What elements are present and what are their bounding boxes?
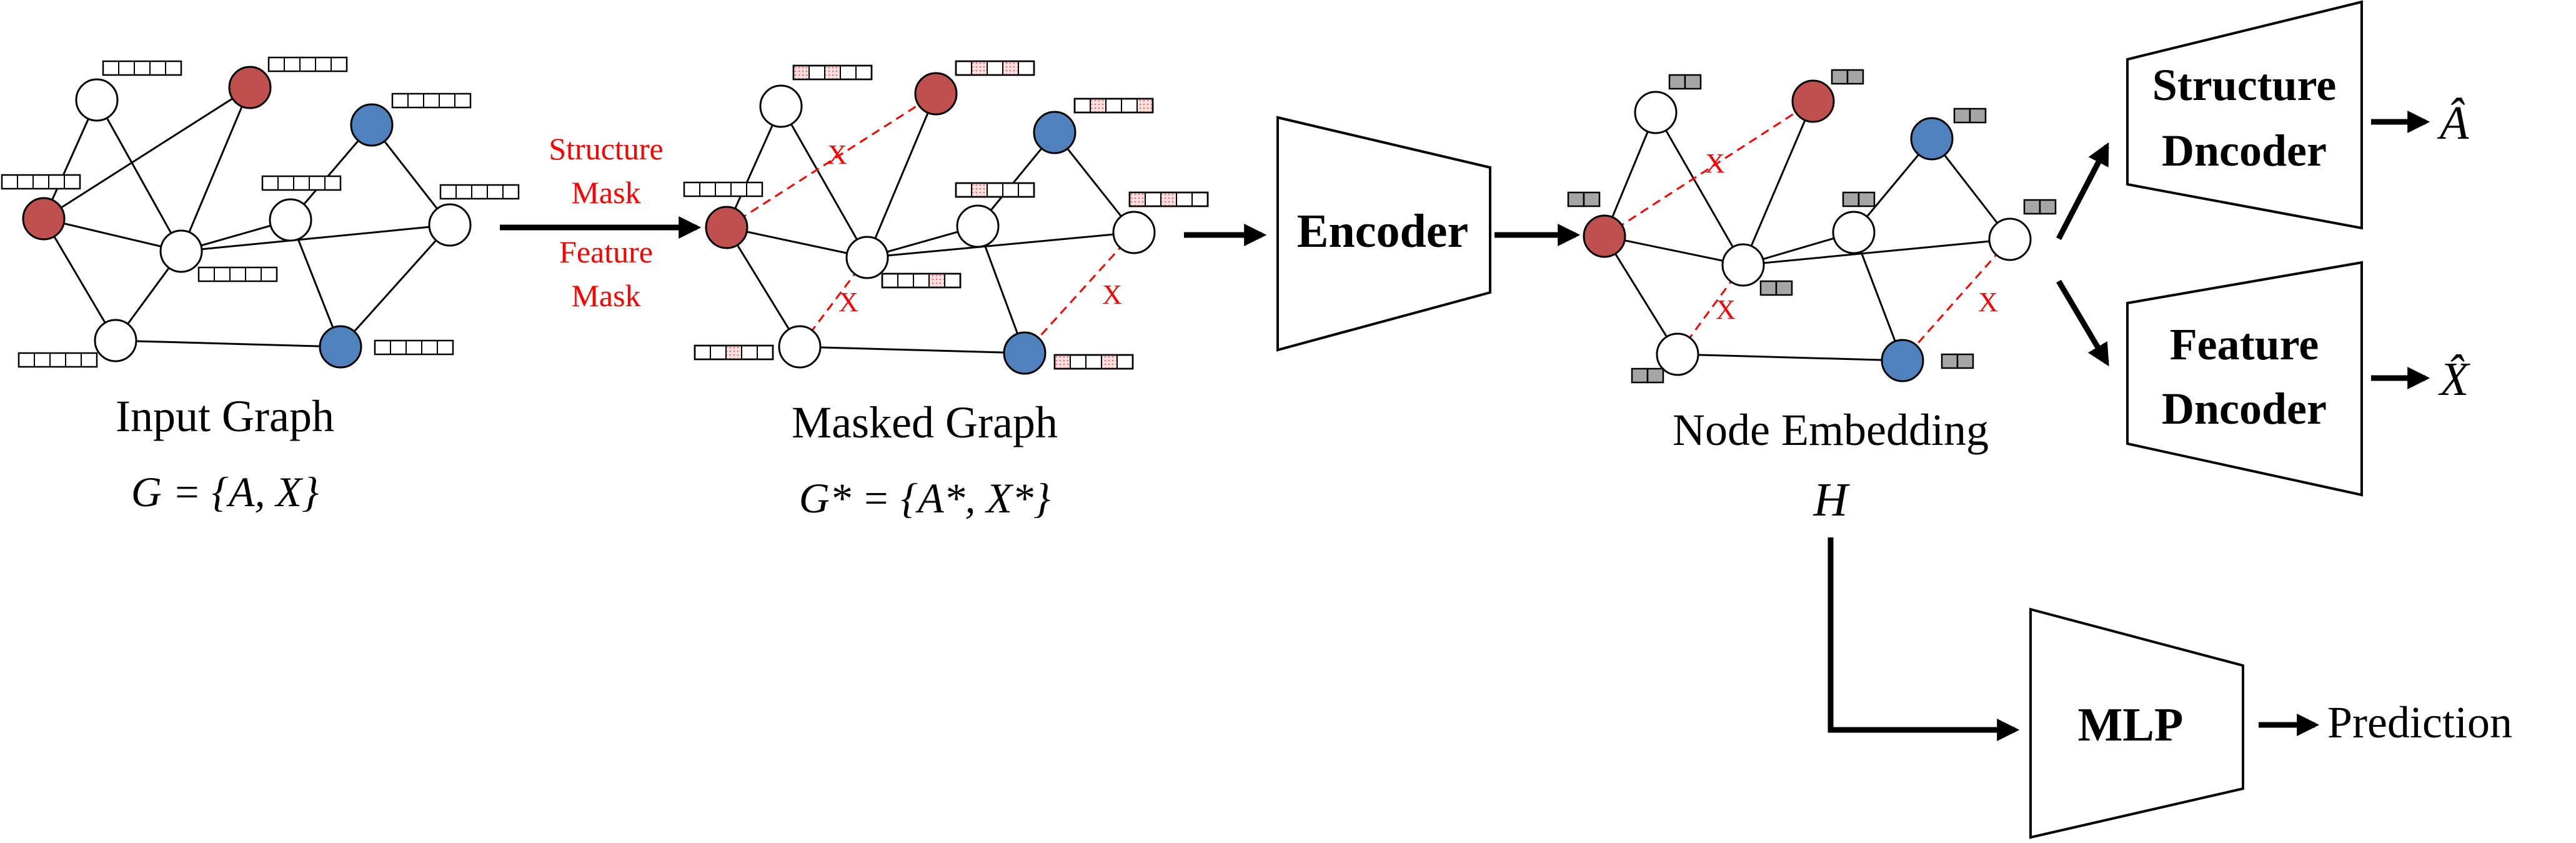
mask-label-mask-2: Mask [571, 278, 640, 313]
node [1634, 91, 1678, 134]
mlp-label: MLP [2078, 699, 2184, 751]
a-hat-output: Â [2437, 97, 2469, 149]
node [1656, 332, 1699, 376]
arrow-right-icon [2056, 279, 2109, 367]
node [914, 72, 958, 116]
mlp-block: MLP [2029, 607, 2244, 839]
node [1881, 339, 1924, 382]
prediction-output: Prediction [2327, 697, 2512, 747]
node [228, 66, 272, 109]
masked-graph-formula: G* = {A*, X*} [799, 474, 1050, 522]
svg-text:X: X [1978, 287, 1998, 317]
mask-label-structure: Structure [549, 131, 663, 166]
node [1033, 111, 1077, 154]
node [1721, 243, 1765, 287]
masked-feature-vectors [683, 60, 1209, 370]
node [1791, 79, 1835, 123]
node [778, 325, 822, 369]
node [1910, 117, 1954, 161]
mask-label-mask-1: Mask [571, 175, 640, 210]
node [1003, 331, 1047, 375]
node [956, 204, 1000, 248]
node [319, 325, 362, 369]
masked-graph: X X X Masked Graph G* = {A*, [683, 60, 1209, 522]
svg-text:X: X [1705, 148, 1725, 179]
node [1112, 211, 1156, 254]
feature-decoder-label-2: Dncoder [2162, 384, 2327, 434]
node [1832, 211, 1876, 254]
node-embedding-caption: Node Embedding [1673, 405, 1989, 455]
structure-decoder-label-1: Structure [2152, 60, 2337, 110]
structure-decoder-label-2: Dncoder [2162, 126, 2327, 176]
node [759, 84, 803, 128]
embedding-vectors [1567, 69, 2057, 384]
mask-label-feature: Feature [559, 234, 653, 269]
node [269, 198, 312, 242]
cross-mark-icon: X X X [1705, 148, 1998, 325]
embedding-to-mlp-arrow [1828, 537, 2020, 741]
node-embedding-graph: X X X Node Embedding H [1567, 69, 2057, 526]
feature-decoder-label-1: Feature [2170, 319, 2319, 369]
input-graph-formula: G = {A, X} [131, 468, 319, 516]
svg-text:X: X [838, 287, 858, 317]
encoder-block: Encoder [1276, 116, 1491, 352]
node [1988, 217, 2032, 261]
node [428, 203, 472, 247]
input-graph-caption: Input Graph [116, 391, 334, 441]
node [350, 103, 394, 147]
node [845, 236, 889, 279]
node [705, 206, 748, 249]
node [1583, 214, 1626, 258]
embedding-symbol: H [1813, 474, 1851, 526]
feature-vectors [1, 56, 520, 368]
node [159, 229, 203, 273]
node [75, 78, 119, 122]
svg-text:X: X [827, 139, 847, 170]
masked-graph-caption: Masked Graph [792, 397, 1058, 447]
x-hat-output: X̂ [2438, 353, 2470, 406]
arrow-right-icon [2056, 142, 2109, 241]
mask-arrow: Structure Mask Feature Mask [500, 131, 702, 313]
input-graph: Input Graph G = {A, X} [1, 56, 520, 516]
encoder-label: Encoder [1297, 205, 1468, 257]
feature-decoder-block: Feature Dncoder [2126, 261, 2363, 497]
svg-text:X: X [1716, 294, 1736, 325]
svg-text:X: X [1102, 279, 1122, 310]
cross-mark-icon: X X X [827, 139, 1122, 317]
node [94, 319, 137, 362]
structure-decoder-block: Structure Dncoder [2126, 0, 2363, 230]
node [22, 197, 66, 241]
